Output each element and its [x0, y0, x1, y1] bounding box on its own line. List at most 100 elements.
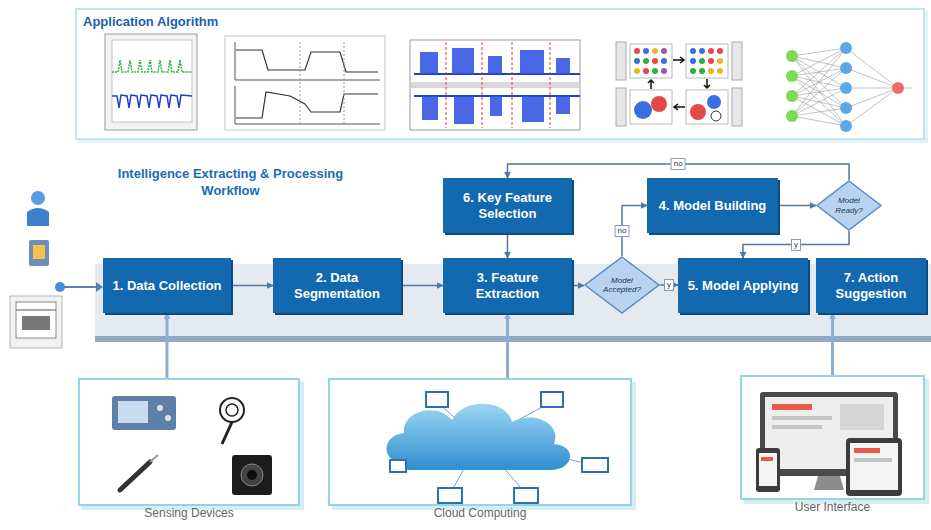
screen-line: [854, 458, 892, 462]
decision-diamond: Model Accepted?: [584, 256, 660, 314]
cluster-panel: [686, 90, 728, 124]
box-label: 5. Model Applying: [688, 278, 799, 294]
box-label: 2. Data Segmentation: [279, 270, 395, 301]
waveform-thumbnail: [105, 34, 197, 130]
flow-connector: [572, 285, 584, 287]
cluster-blob: [707, 95, 721, 109]
box-label: 7. Action Suggestion: [822, 270, 920, 301]
flow-arrow: [674, 104, 685, 110]
phone-screen: [759, 453, 777, 486]
cluster-blob: [634, 101, 652, 119]
person-body: [27, 208, 49, 226]
cluster-blob: [690, 104, 706, 120]
dot-grid: [690, 48, 723, 74]
dot: [690, 48, 696, 54]
flow-arrow: [673, 57, 684, 63]
input-neuron: [786, 70, 798, 82]
dot: [634, 58, 640, 64]
signal-burst: [520, 50, 544, 74]
workflow-title: Intelligence Extracting & Processing Wor…: [88, 166, 373, 200]
dot: [717, 48, 723, 54]
flow-connector: [831, 313, 834, 375]
flow-connector: [166, 313, 169, 378]
oscilloscope: [112, 396, 176, 430]
diamond-shape: [817, 181, 881, 230]
axis: [235, 124, 380, 125]
process-box: 1. Data Collection: [103, 258, 231, 313]
device-body: [29, 240, 49, 266]
marker-line: [344, 42, 345, 124]
thumbnail-frame: [105, 34, 197, 130]
cluster-panel: [630, 90, 672, 124]
dot: [708, 68, 714, 74]
hidden-neuron: [840, 42, 852, 54]
clustering-thumbnail: [616, 42, 742, 126]
edge-label: no: [615, 225, 630, 237]
signal-burst: [556, 96, 570, 114]
component-panel: Sensing Devices: [78, 378, 300, 506]
printer-frame: [10, 296, 62, 348]
segment-line: [512, 42, 513, 128]
current-trace: [236, 92, 378, 118]
flow-connector: [778, 205, 816, 207]
segment-line: [446, 42, 447, 128]
edge-label: no: [671, 158, 686, 170]
printer-bed: [22, 316, 50, 330]
hidden-neuron: [840, 120, 852, 132]
plot-area: [112, 40, 192, 122]
screen-bar: [761, 457, 773, 461]
blue-trace: [112, 95, 192, 108]
signal-burst: [490, 96, 502, 116]
diamond-shape: [585, 257, 659, 313]
segment-line: [550, 42, 551, 128]
dot: [643, 58, 649, 64]
flow-connector: [743, 231, 849, 258]
panel-caption: User Interface: [742, 501, 923, 514]
diamond-label: Model Ready?: [830, 196, 868, 214]
client-monitor: [438, 488, 462, 503]
workflow-band-edge: [95, 336, 931, 342]
dot: [708, 48, 714, 54]
process-box: 5. Model Applying: [678, 258, 808, 313]
axis: [235, 42, 236, 80]
separator: [411, 82, 579, 88]
decision-diamond: Model Ready?: [816, 180, 882, 231]
dot: [643, 68, 649, 74]
network-links: [792, 48, 912, 126]
sensing-devices-illustration: [112, 396, 272, 495]
printer-rail: [16, 310, 56, 311]
process-box: 3. Feature Extraction: [443, 258, 572, 313]
flow-arrow: [704, 79, 710, 88]
client-monitor: [426, 392, 448, 407]
person-icon: [27, 191, 49, 226]
side-tab: [616, 42, 626, 80]
hidden-neuron: [840, 82, 852, 94]
knob: [157, 405, 163, 411]
hidden-neuron: [840, 62, 852, 74]
client-monitor: [514, 488, 538, 503]
flow-connector: [231, 285, 273, 287]
cloud-shape: [387, 404, 571, 470]
dot: [699, 68, 705, 74]
component-panel: Cloud Computing: [328, 378, 632, 506]
printer-body: [16, 302, 56, 338]
edge-label: y: [664, 279, 674, 291]
process-box: 7. Action Suggestion: [816, 258, 926, 313]
signal-burst: [420, 52, 438, 74]
monitor-stand: [814, 476, 844, 490]
dot: [652, 68, 658, 74]
camera-lens: [241, 464, 263, 486]
hidden-neuron: [840, 102, 852, 114]
segmented-signal-thumbnail: [410, 40, 580, 130]
box-label: 3. Feature Extraction: [449, 270, 566, 301]
probe-handle: [222, 422, 232, 444]
camera-lens: [247, 470, 257, 480]
dot-grid: [634, 48, 667, 74]
panel-title: Application Algorithm: [77, 10, 224, 33]
side-tab: [732, 88, 742, 126]
side-tab: [616, 88, 626, 126]
tablet: [846, 438, 902, 496]
dot: [652, 48, 658, 54]
process-box: 2. Data Segmentation: [273, 258, 401, 313]
